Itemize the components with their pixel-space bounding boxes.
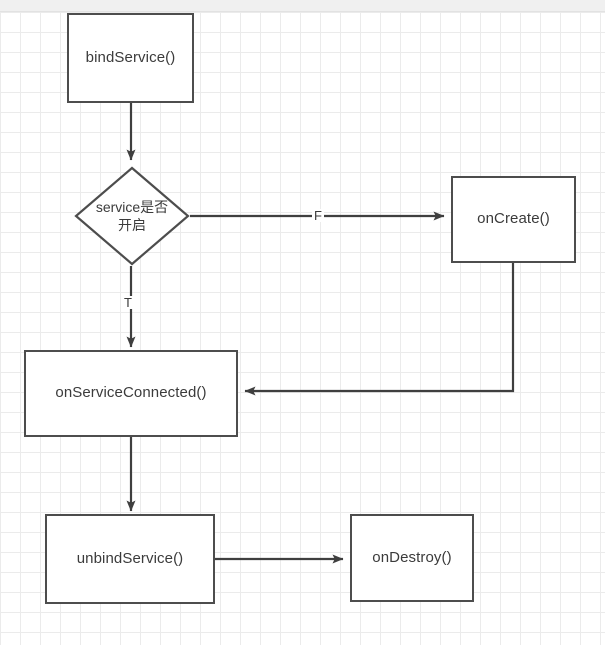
node-unbindservice-label: unbindService() (76, 549, 184, 567)
node-oncreate[interactable]: onCreate() (451, 176, 576, 263)
node-unbindservice[interactable]: unbindService() (45, 514, 215, 604)
diamond-shape (74, 166, 190, 266)
node-onserviceconnected[interactable]: onServiceConnected() (24, 350, 238, 437)
edge-oncreate-to-onserviceconnected (244, 263, 515, 396)
node-ondestroy-label: onDestroy() (372, 548, 452, 566)
node-service-running-decision[interactable]: service是否 开启 (74, 166, 190, 266)
node-bindservice-label: bindService() (85, 48, 176, 66)
node-ondestroy[interactable]: onDestroy() (350, 514, 474, 602)
edge-label-false: F (312, 208, 324, 223)
node-service-running-label: service是否 开启 (95, 198, 169, 233)
node-oncreate-label: onCreate() (477, 210, 550, 228)
node-onserviceconnected-label: onServiceConnected() (55, 384, 207, 402)
node-bindservice[interactable]: bindService() (67, 13, 194, 103)
edge-label-true: T (122, 295, 134, 310)
ruler-band (0, 0, 605, 12)
